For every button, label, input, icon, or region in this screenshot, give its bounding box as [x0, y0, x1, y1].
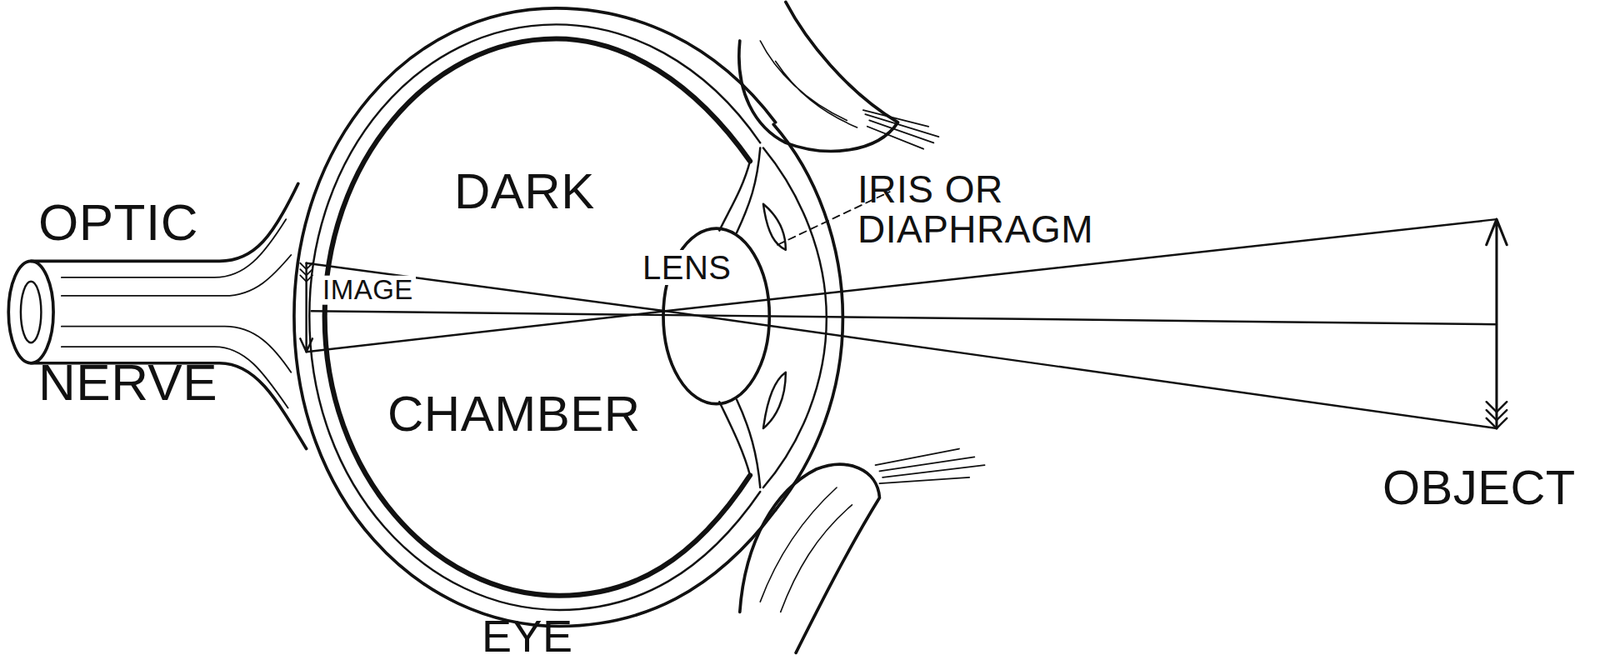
- part-label: OBJECT: [1382, 462, 1576, 514]
- image-arrow: [300, 263, 313, 352]
- optical-axis: [311, 310, 1497, 325]
- sclera-inner: [309, 24, 760, 610]
- lower-eyelid: [760, 487, 852, 612]
- part-label: IRIS OR DIAPHRAGM: [857, 169, 1108, 250]
- eyelashes: [875, 449, 985, 485]
- optic-nerve-end: [8, 260, 54, 363]
- ciliary-body: [719, 147, 760, 233]
- part-label: IMAGE: [320, 275, 416, 305]
- object-arrow: [1486, 219, 1507, 429]
- upper-eyelid: [760, 40, 857, 128]
- retina: [325, 39, 750, 596]
- iris: [763, 372, 786, 429]
- part-label: OPTIC: [38, 195, 199, 250]
- part-label: DARK: [454, 165, 595, 218]
- eyelashes: [863, 110, 940, 150]
- part-label: LENS: [640, 250, 735, 285]
- part-label: NERVE: [38, 355, 218, 410]
- optic-nerve: [30, 183, 299, 261]
- optic-nerve-end: [20, 281, 41, 343]
- figure-title: EYE: [481, 612, 574, 660]
- object-arrow-feather: [1486, 401, 1507, 429]
- image-arrow-feather: [300, 263, 313, 282]
- part-label: CHAMBER: [387, 387, 641, 440]
- lower-eyelid: [740, 464, 880, 653]
- ciliary-body: [719, 400, 760, 488]
